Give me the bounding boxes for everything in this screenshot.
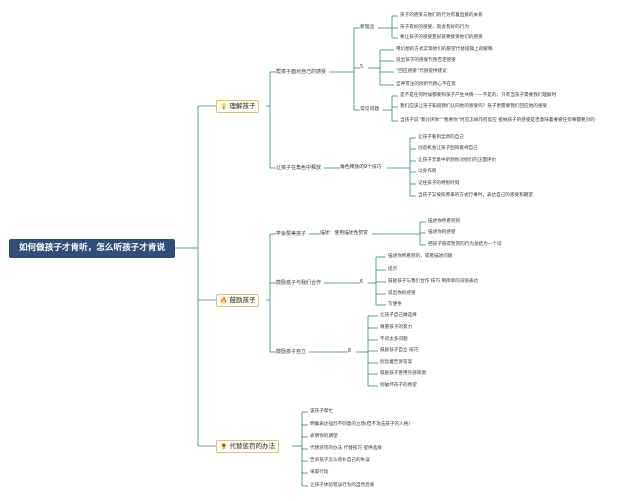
leaf-item[interactable]: 提示 xyxy=(388,267,398,272)
group-node[interactable]: 6 xyxy=(360,280,364,285)
leaf-item[interactable]: “回应感受”代替提供建议 xyxy=(396,69,447,74)
group-node[interactable]: 常见问题 xyxy=(360,107,380,112)
leaf-item[interactable]: 说出孩子的感受代替否定感受 xyxy=(396,58,456,63)
group-node[interactable]: 角色释放的9个技巧 xyxy=(340,165,382,170)
leaf-item[interactable]: 尊重孩子的努力 xyxy=(380,325,413,330)
branch-label: 理解孩子 xyxy=(229,102,256,110)
leaf-item[interactable]: 描述你所看到的 xyxy=(428,219,461,224)
leaf-item[interactable]: 鼓励孩子善用外部资源 xyxy=(380,371,426,376)
leaf-item[interactable]: 让孩子自己做选择 xyxy=(380,313,417,318)
leaf-item[interactable]: 是不是任何时候都要和孩子产生共情——不是的，只有当孩子需要我们理解时 xyxy=(400,93,557,98)
branch-1[interactable]: 💡理解孩子 xyxy=(216,100,260,113)
leaf-item[interactable]: 把孩子值得赞赏的行为总结为一个词 xyxy=(428,242,502,247)
fire-icon: 🔥 xyxy=(220,297,228,304)
leaf-item[interactable]: 让孩子看到全新的自己 xyxy=(418,135,464,140)
leaf-item[interactable]: 孩子有好的感受，就会有好的行为 xyxy=(400,25,469,30)
leaf-item[interactable]: 描述你所看到的，或者描述问题 xyxy=(388,254,453,259)
sub-node[interactable]: 学会赞美孩子 xyxy=(276,231,307,237)
group-node[interactable]: 描述：使用描述性赞赏 xyxy=(320,231,368,236)
branch-label: 代替惩罚的办法 xyxy=(229,442,275,450)
leaf-item[interactable]: 鼓励孩子与我们合作 技巧 用简单的词语表达 xyxy=(388,279,479,284)
leaf-item[interactable]: 表明你的期望 xyxy=(310,434,338,439)
leaf-item[interactable]: 该孩子帮忙 xyxy=(310,409,333,414)
sub-node[interactable]: 帮孩子面对自己的感受 xyxy=(276,69,327,75)
branch-3[interactable]: 🌻代替惩罚的办法 xyxy=(216,440,279,453)
leaf-item[interactable]: 当孩子又按照原来的方式行事时，表达自己的感受和期望 xyxy=(418,193,533,198)
leaf-item[interactable]: 别急着告诉答案 xyxy=(380,360,413,365)
sunflower-icon: 🌻 xyxy=(220,443,228,450)
leaf-item[interactable]: 明确表达强烈不同意的立场(但不攻击孩子的人格) xyxy=(310,422,411,427)
leaf-item[interactable]: 告诉孩子怎么弥补自己的失误 xyxy=(310,458,370,463)
leaf-item[interactable]: 创造机会让孩子刮目看待自己 xyxy=(418,146,478,151)
leaf-item[interactable]: 以身作则 xyxy=(418,169,437,174)
leaf-item[interactable]: 我们应该让孩子知道我们认同他的感受吗？孩子更需要我们回应他的感受 xyxy=(400,104,548,109)
group-node[interactable]: 8 xyxy=(348,349,352,354)
leaf-item[interactable]: 鼓励孩子自立 技巧 xyxy=(380,348,419,353)
leaf-item[interactable]: 用幻想的方式实现他们的愿望代替逻辑上的解释 xyxy=(396,47,493,52)
branch-2[interactable]: 🔥鼓励孩子 xyxy=(216,294,260,307)
leaf-item[interactable]: 采取行动 xyxy=(310,470,329,475)
sub-node[interactable]: 鼓励孩子与我们合作 xyxy=(276,280,322,286)
sub-node[interactable]: 鼓励孩子自立 xyxy=(276,349,307,355)
leaf-item[interactable]: 孩子的感受与他们的行为有着直接的关系 xyxy=(400,13,483,18)
mind-map-root[interactable]: 如何做孩子才肯听，怎么听孩子才肯说 xyxy=(9,239,175,258)
leaf-item[interactable]: 要让孩子的感受变好就要接受他们的感受 xyxy=(400,35,483,40)
light-bulb-icon: 💡 xyxy=(220,103,228,110)
leaf-item[interactable]: 别破坏孩子的希望 xyxy=(380,383,417,388)
leaf-item[interactable]: 描述你的感受 xyxy=(428,230,456,235)
leaf-item[interactable]: 让孩子无意中听到你对他们的正面评价 xyxy=(418,158,497,163)
leaf-item[interactable]: 让孩子体验错误行为的自然后果 xyxy=(310,483,375,488)
branch-label: 鼓励孩子 xyxy=(229,296,256,304)
leaf-item[interactable]: 不问太多问题 xyxy=(380,337,408,342)
leaf-item[interactable]: 说出你的感受 xyxy=(388,291,416,296)
leaf-item[interactable]: 代替惩罚的办法 代替技巧 提供选择 xyxy=(310,446,382,451)
sub-node[interactable]: 让孩子在角色中释放 xyxy=(276,165,322,171)
leaf-item[interactable]: 记住孩子的特别时刻 xyxy=(418,181,460,186)
leaf-item[interactable]: 全神贯注的倾听代替心不在焉 xyxy=(396,82,456,87)
group-node[interactable]: 5 xyxy=(360,65,364,70)
group-node[interactable]: 新理念 xyxy=(360,25,375,30)
leaf-item[interactable]: 写便条 xyxy=(388,302,402,307)
leaf-item[interactable]: 当孩子说“我讨厌你”“我要你”时应怎样作何反应 接纳孩子的感受是否意味着要被任何… xyxy=(400,118,595,123)
